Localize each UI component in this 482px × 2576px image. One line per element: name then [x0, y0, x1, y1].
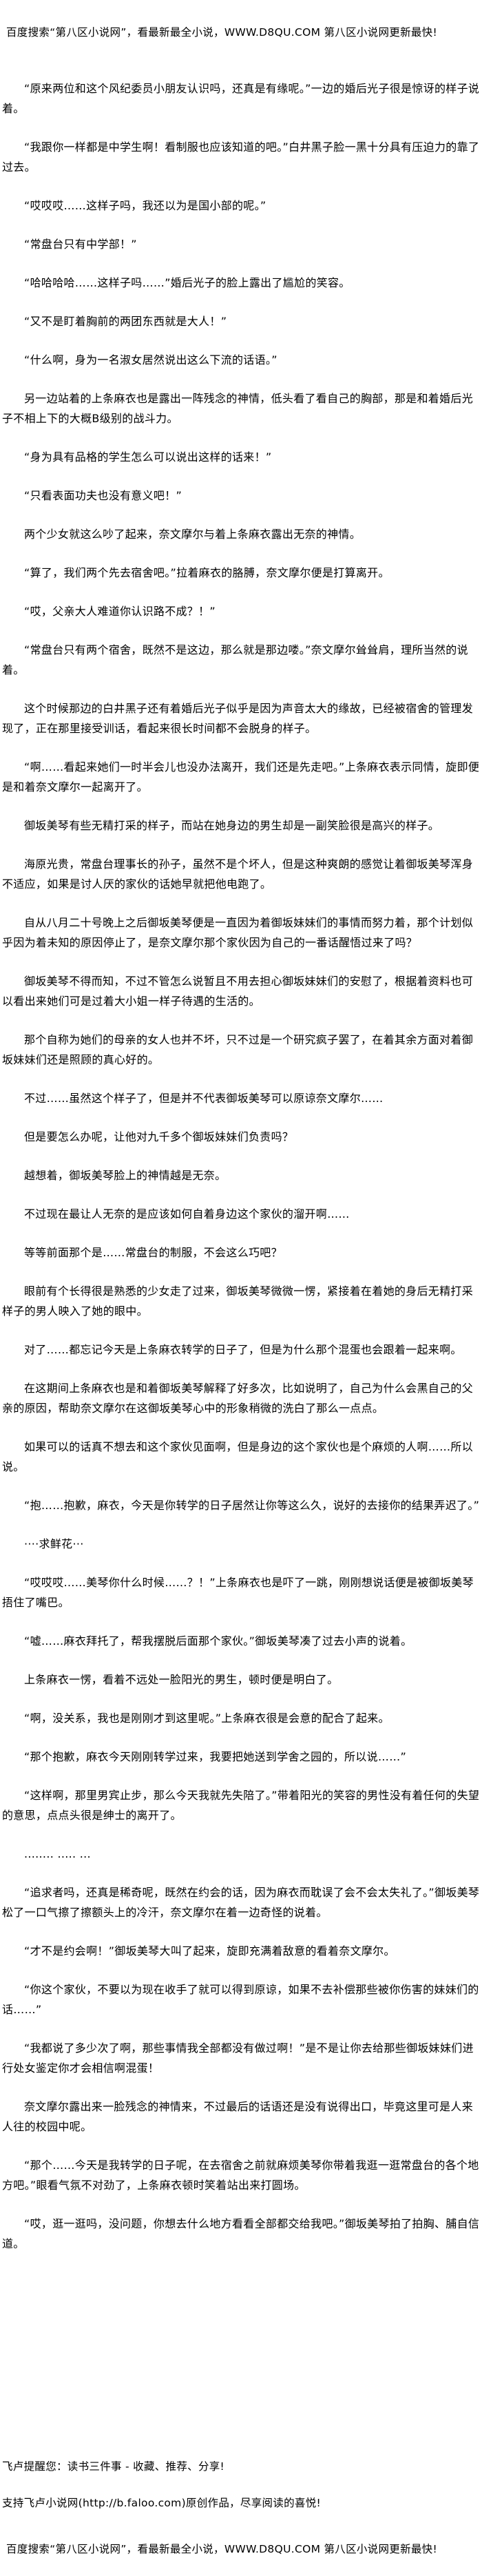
- paragraph: “哎，父亲大人难道你认识路不成？！”: [24, 605, 216, 618]
- paragraph: 海原光贵，常盘台理事长的孙子，虽然不是个坏人，但是这种爽朗的感觉让着御坂美琴浑身…: [2, 858, 474, 891]
- paragraph: “这样啊，那里男宾止步，那么今天我就先失陪了。”带着阳光的笑容的男性没有着任何的…: [2, 1789, 480, 1822]
- paragraph: 两个少女就这么吵了起来，奈文摩尔与着上条麻衣露出无奈的神情。: [24, 528, 362, 541]
- paragraph: “我都说了多少次了啊，那些事情我全部都没有做过啊！”是不是让你去给那些御坂妹妹们…: [2, 2042, 474, 2075]
- paragraph: 越想着，御坂美琴脸上的神情越是无奈。: [24, 1169, 227, 1182]
- site-banner-top: 百度搜索“第八区小说网”，看最新最全小说，WWW.D8QU.COM 第八区小说网…: [6, 26, 437, 39]
- reminder-text: 飞卢提醒您：读书三件事 - 收藏、推荐、分享!: [2, 2460, 225, 2473]
- paragraph: “才不是约会啊！”御坂美琴大叫了起来，旋即充满着敌意的看着奈文摩尔。: [24, 1944, 395, 1957]
- paragraph: “你这个家伙，不要以为现在收手了就可以得到原谅，如果不去补偿那些被你伤害的妹妹们…: [2, 1983, 479, 2016]
- paragraph: “那个……今天是我转学的日子呢，在去宿舍之前就麻烦美琴你带着我逛一逛常盘台的各个…: [2, 2159, 479, 2192]
- paragraph: “原来两位和这个风纪委员小朋友认识吗，还真是有缘呢。”一边的婚后光子很是惊讶的样…: [2, 82, 480, 115]
- paragraph: 眼前有个长得很是熟悉的少女走了过来，御坂美琴微微一愣，紧接着在着她的身后无精打采…: [2, 1285, 474, 1318]
- paragraph: “抱……抱歉，麻衣，今天是你转学的日子居然让你等这么久，说好的去接你的结果弄迟了…: [24, 1499, 480, 1512]
- paragraph: “哎，逛一逛吗，没问题，你想去什么地方看看全部都交给我吧。”御坂美琴拍了拍胸、脯…: [2, 2217, 480, 2250]
- paragraph: 上条麻衣一愣，看着不远处一脸阳光的男生，顿时便是明白了。: [24, 1673, 339, 1686]
- paragraph: “啊……看起来她们一时半会儿也没办法离开，我们还是先走吧。”上条麻衣表示同情，旋…: [2, 760, 480, 793]
- paragraph: “哎哎哎……美琴你什么时候……？！”上条麻衣也是吓了一跳，刚刚想说话便是被御坂美…: [2, 1576, 474, 1609]
- paragraph: 如果可以的话真不想去和这个家伙见面啊，但是身边的这个家伙也是个麻烦的人啊……所以…: [2, 1440, 474, 1473]
- paragraph: “算了，我们两个先去宿舍吧。”拉着麻衣的胳膊，奈文摩尔便是打算离开。: [24, 566, 390, 579]
- paragraph: “追求者吗，还真是稀奇呢，既然在约会的话，因为麻衣而耽误了会不会太失礼了。”御坂…: [2, 1886, 480, 1919]
- paragraph: 在这期间上条麻衣也是和着御坂美琴解释了好多次，比如说明了，自己为什么会黑自己的父…: [2, 1382, 474, 1415]
- paragraph: 奈文摩尔露出来一脸残念的神情来，不过最后的话语还是没有说得出口，毕竟这里可是人来…: [2, 2100, 474, 2133]
- paragraph: “常盘台只有两个宿舍，既然不是这边，那么就是那边喽。”奈文摩尔耸耸肩，理所当然的…: [2, 643, 468, 676]
- paragraph: 御坂美琴有些无精打采的样子，而站在她身边的男生却是一副笑脸很是高兴的样子。: [24, 819, 440, 832]
- paragraph: “哈哈哈哈……这样子吗……”婚后光子的脸上露出了尴尬的笑容。: [24, 276, 350, 289]
- paragraph: “嘘……麻衣拜托了，帮我摆脱后面那个家伙。”御坂美琴凑了过去小声的说着。: [24, 1634, 412, 1648]
- paragraph: “什么啊，身为一名淑女居然说出这么下流的话语。”: [24, 353, 277, 366]
- paragraph: 另一边站着的上条麻衣也是露出一阵残念的神情，低头看了看自己的胸部，那是和着婚后光…: [2, 392, 474, 425]
- paragraph: ........ ..... ...: [24, 1847, 91, 1860]
- paragraph: 自从八月二十号晚上之后御坂美琴便是一直因为着御坂妹妹们的事情而努力着，那个计划似…: [2, 916, 474, 949]
- paragraph: “那个抱歉，麻衣今天刚刚转学过来，我要把她送到学舍之园的，所以说……”: [24, 1750, 407, 1763]
- paragraph: “身为具有品格的学生怎么可以说出这样的话来！”: [24, 450, 272, 464]
- paragraph: “只看表面功夫也没有意义吧！”: [24, 489, 182, 502]
- paragraph: 不过……虽然这个样子了，但是并不代表御坂美琴可以原谅奈文摩尔……: [24, 1092, 384, 1105]
- chapter-content: “原来两位和这个风纪委员小朋友认识吗，还真是有缘呢。”一边的婚后光子很是惊讶的样…: [2, 79, 480, 2272]
- paragraph: 那个自称为她们的母亲的女人也并不坏，只不过是一个研究疯子罢了，在着其余方面对着御…: [2, 1033, 474, 1066]
- paragraph: “我跟你一样都是中学生啊！看制服也应该知道的吧。”白井黑子脸一黑十分具有压迫力的…: [2, 141, 480, 174]
- support-text: 支持飞卢小说网(http://b.faloo.com)原创作品，尽享阅读的喜悦!: [2, 2497, 322, 2509]
- paragraph: 这个时候那边的白井黑子还有着婚后光子似乎是因为声音太大的缘故，已经被宿舍的管理发…: [2, 702, 474, 735]
- paragraph: 等等前面那个是……常盘台的制服，不会这么巧吧？: [24, 1246, 282, 1259]
- paragraph: “常盘台只有中学部！”: [24, 238, 137, 251]
- paragraph: 对了……都忘记今天是上条麻衣转学的日子了，但是为什么那个混蛋也会跟着一起来啊。: [24, 1343, 462, 1356]
- paragraph: ····求鲜花···: [24, 1537, 84, 1550]
- paragraph: 不过现在最让人无奈的是应该如何自着身边这个家伙的溜开啊……: [24, 1207, 350, 1221]
- paragraph: “啊，没关系，我也是刚刚才到这里呢。”上条麻衣很是会意的配合了起来。: [24, 1712, 390, 1725]
- paragraph: “又不是盯着胸前的两团东西就是大人！”: [24, 315, 227, 328]
- paragraph: “哎哎哎……这样子吗，我还以为是国小部的呢。”: [24, 199, 266, 212]
- site-banner-bottom: 百度搜索“第八区小说网”，看最新最全小说，WWW.D8QU.COM 第八区小说网…: [6, 2543, 437, 2555]
- paragraph: 御坂美琴不得而知，不过不管怎么说暂且不用去担心御坂妹妹们的安慰了，根据着资料也可…: [2, 975, 474, 1008]
- paragraph: 但是要怎么办呢，让他对九千多个御坂妹妹们负责吗？: [24, 1130, 294, 1143]
